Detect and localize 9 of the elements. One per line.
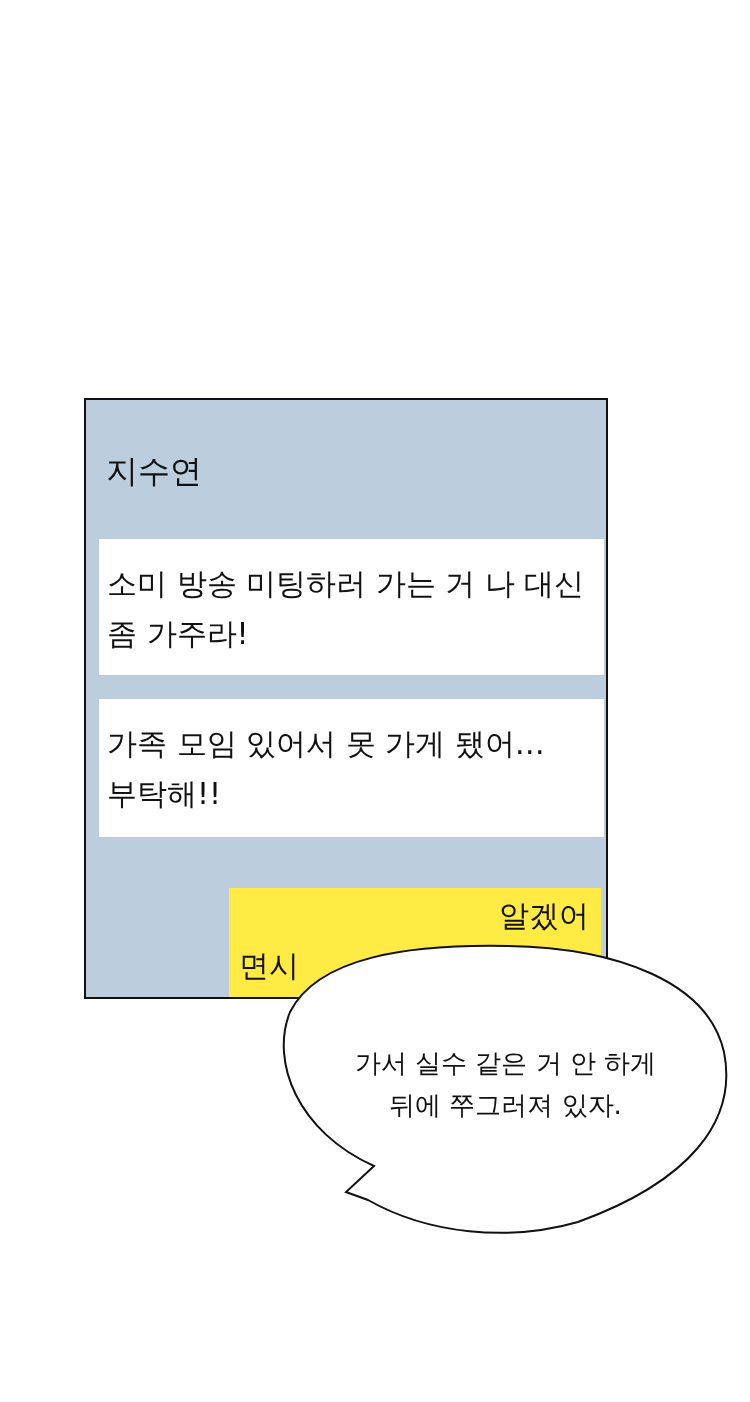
speech-text: 가서 실수 같은 거 안 하게 뒤에 쭈그러져 있자.	[353, 1047, 658, 1122]
contact-name: 지수연	[106, 451, 202, 492]
chat-message-bubble	[99, 699, 604, 837]
message-text: 소미 방송 미팅하러 가는 거 나 대신 좀 가주라!	[107, 565, 586, 653]
message-text: 면시	[239, 947, 299, 985]
message-text: 알겠어	[499, 897, 589, 935]
message-text: 가족 모임 있어서 못 가게 됐어… 부탁해!!	[107, 725, 546, 813]
chat-message-bubble	[99, 539, 604, 675]
chat-screen	[84, 398, 608, 999]
